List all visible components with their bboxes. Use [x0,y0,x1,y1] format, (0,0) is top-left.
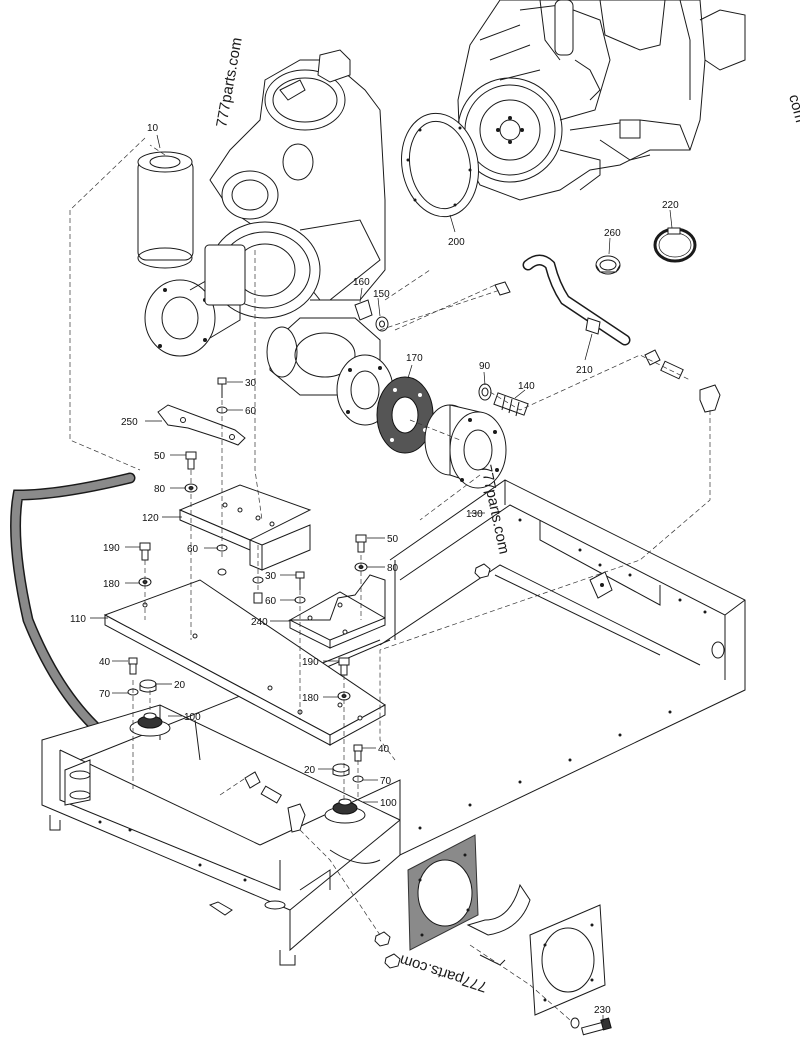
base-plate-110 [103,579,386,746]
bracket-240 [288,574,386,649]
nut-frame-top [474,563,491,579]
fan-shroud-plate [407,834,479,951]
flange-gasket-170 [376,376,434,454]
part-label-230: 230 [594,1005,611,1016]
bolt-160 [354,299,373,321]
part-label-40-left: 40 [99,657,111,668]
compressor-assembly [137,49,386,357]
bolt-230 [570,1017,612,1036]
watermark-bottom: 777parts.com [398,951,490,995]
part-label-30-mid: 30 [265,571,277,582]
part-label-220: 220 [662,200,679,211]
part-label-30-top: 30 [245,378,257,389]
fitting-elbow-right [644,349,721,413]
part-label-130: 130 [466,509,483,520]
part-label-10: 10 [147,123,159,134]
part-label-60-low: 60 [265,596,277,607]
part-label-110: 110 [70,614,86,625]
gasket-ring-200 [401,112,479,218]
washer-90 [478,383,492,401]
part-label-70-right: 70 [380,776,392,787]
fan-cover-plate [529,904,606,1016]
bracket-120 [178,484,312,571]
bolt-50-left [185,451,197,470]
part-label-60-top: 60 [245,406,257,417]
part-label-60-mid: 60 [187,544,199,555]
part-number-labels: 10 200 220 260 160 150 210 170 90 140 30… [70,123,679,1016]
part-label-210: 210 [576,365,593,376]
hose-end-fitting [494,281,511,296]
hose-210 [522,254,631,346]
leader-lines [90,134,673,1022]
part-label-20-left: 20 [174,680,186,691]
bolt-30-mid [295,571,305,590]
part-label-190-left: 190 [103,543,120,554]
part-label-80-right: 80 [387,563,399,574]
watermark-top: 777parts.com [213,36,246,128]
part-label-100-right: 100 [380,798,397,809]
engine-assembly [457,0,746,201]
bolt-190-right [338,657,350,676]
part-label-90: 90 [479,361,491,372]
washer-60-mid [216,544,228,576]
bolt-30-top [217,377,227,398]
part-label-180-left: 180 [103,579,120,590]
spacer-20-right [332,763,350,777]
part-label-80-left: 80 [154,484,166,495]
part-label-260: 260 [604,228,621,239]
bolt-40-right [353,744,363,762]
part-label-140: 140 [518,381,535,392]
bolt-50-right [355,534,367,553]
watermark-edge: com [785,93,800,125]
part-label-240: 240 [251,617,268,628]
bolt-40-left [128,657,138,675]
washer-150 [375,316,389,332]
part-label-190-right: 190 [302,657,319,668]
part-label-50-right: 50 [387,534,399,545]
part-label-100-left: 100 [184,712,201,723]
part-label-20-right: 20 [304,765,316,776]
washer-60-low [252,576,306,604]
part-label-70-left: 70 [99,689,111,700]
rubber-mount-100-right [324,798,366,824]
nut-lower-left [374,931,401,969]
part-label-200: 200 [448,237,465,248]
part-label-150: 150 [373,289,390,300]
spacer-20-left [139,679,157,693]
part-label-40-right: 40 [378,744,390,755]
rubber-mount-100-left [129,712,171,737]
part-label-180-right: 180 [302,693,319,704]
part-label-160: 160 [353,277,370,288]
hose-clamp-260 [595,255,621,275]
assembly-guide-lines [69,137,711,1021]
part-label-50-left: 50 [154,451,166,462]
bracket-250 [157,404,246,446]
check-valve-assembly [266,317,394,426]
part-label-250: 250 [121,417,138,428]
part-label-170: 170 [406,353,423,364]
hose-clamp-220 [653,227,697,263]
part-label-120: 120 [142,513,159,524]
flex-coupling-130 [424,404,507,489]
bolt-190-left [139,542,151,561]
